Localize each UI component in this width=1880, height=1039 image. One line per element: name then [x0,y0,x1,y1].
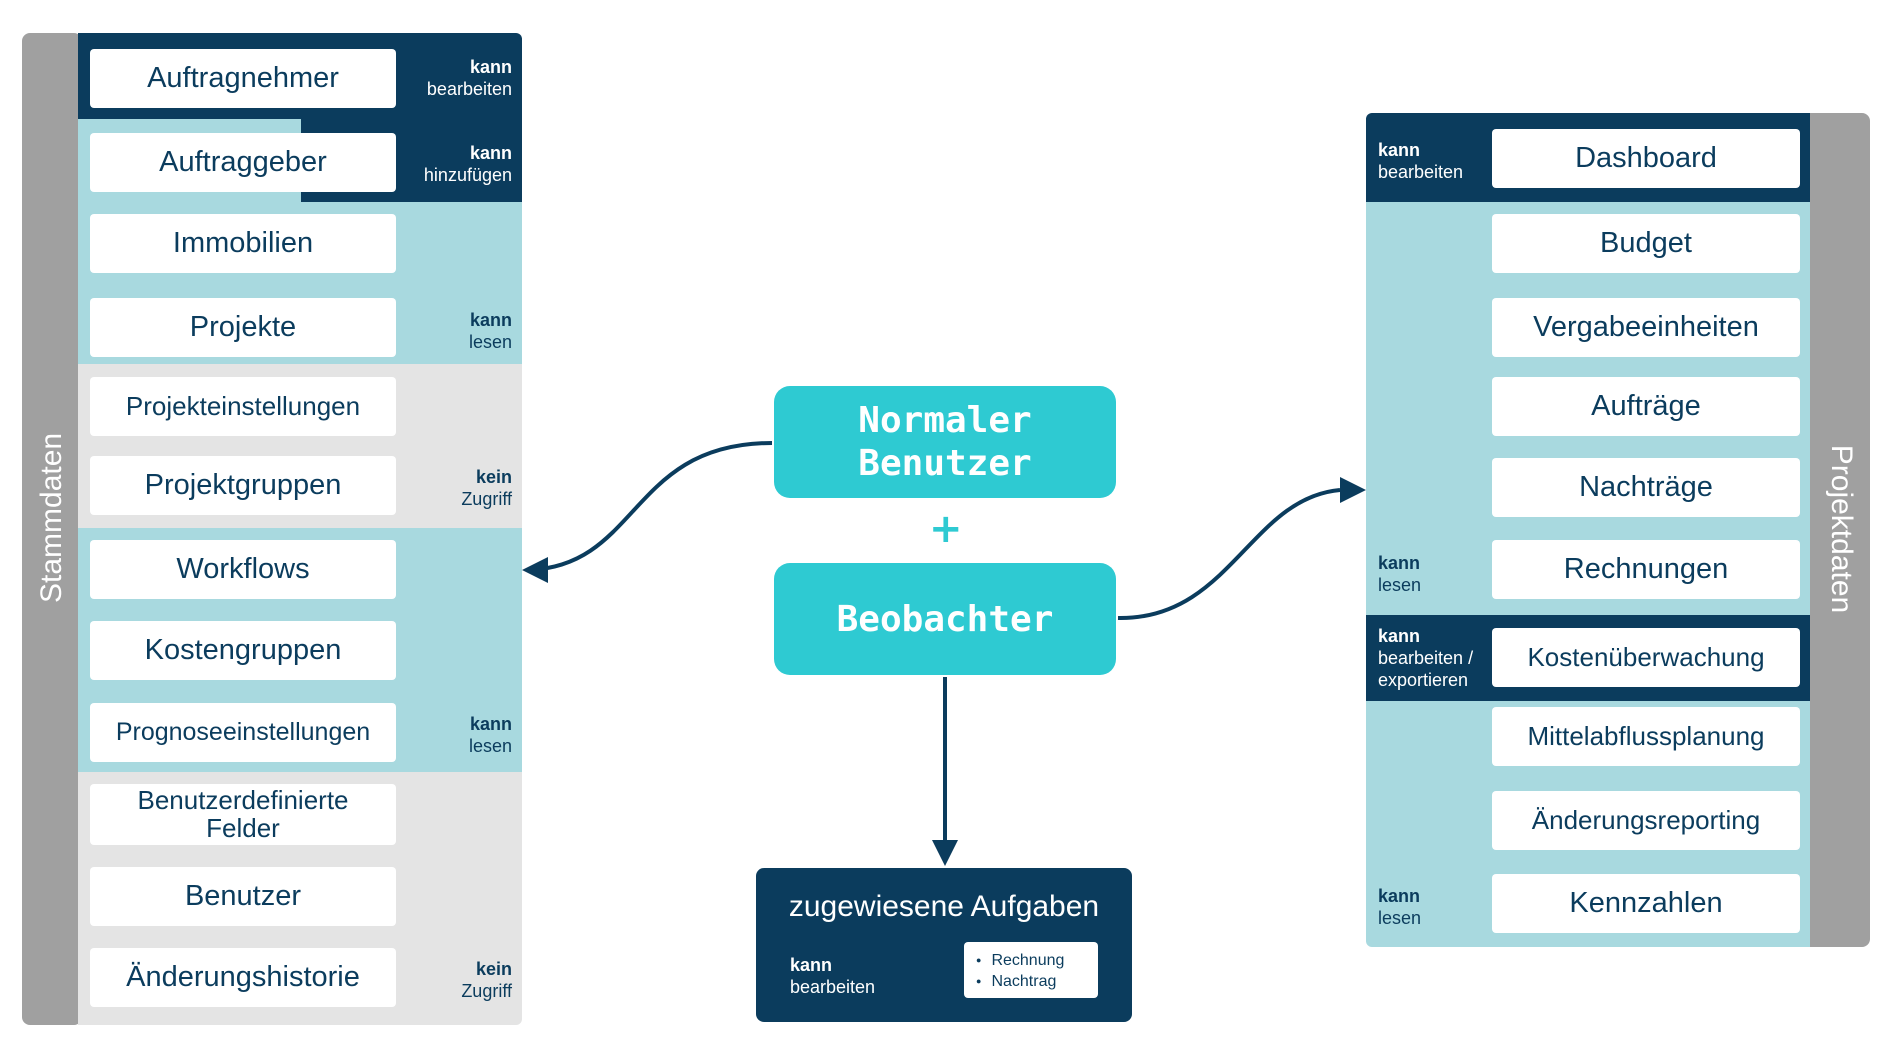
item-kostenueberwachung: Kostenüberwachung [1492,628,1800,687]
tasks-title: zugewiesene Aufgaben [788,890,1100,923]
item-aenderungshistorie: Änderungshistorie [90,948,396,1007]
item-benutzerdefinierte-felder: Benutzerdefinierte Felder [90,784,396,845]
item-aenderungsreporting: Änderungsreporting [1492,791,1800,850]
item-auftraege: Aufträge [1492,377,1800,436]
item-auftraggeber: Auftraggeber [90,133,396,192]
task-item: Rechnung [976,950,1098,971]
plus-sign: + [929,506,963,552]
role-normaler-benutzer: Normaler Benutzer [774,386,1116,498]
projektdaten-sidebar [1800,113,1870,947]
arrow-to-stammdaten [529,441,773,572]
arrowhead-right [1340,477,1366,503]
item-workflows: Workflows [90,540,396,599]
arrowhead-left [522,557,548,583]
item-mittelabflussplanung: Mittelabflussplanung [1492,707,1800,766]
item-kennzahlen: Kennzahlen [1492,874,1800,933]
stammdaten-sidebar [22,33,82,1025]
task-item: Nachtrag [976,971,1098,992]
item-rechnungen: Rechnungen [1492,540,1800,599]
item-kostengruppen: Kostengruppen [90,621,396,680]
tasks-list: Rechnung Nachtrag [964,942,1098,998]
item-projektgruppen: Projektgruppen [90,456,396,515]
role-beobachter: Beobachter [774,563,1116,675]
item-projekteinstellungen: Projekteinstellungen [90,377,396,436]
item-prognoseeinstellungen: Prognoseeinstellungen [90,703,396,762]
item-dashboard: Dashboard [1492,129,1800,188]
item-vergabeeinheiten: Vergabeeinheiten [1492,298,1800,357]
item-nachtraege: Nachträge [1492,458,1800,517]
item-immobilien: Immobilien [90,214,396,273]
item-auftragnehmer: Auftragnehmer [90,49,396,108]
item-projekte: Projekte [90,298,396,357]
item-benutzer: Benutzer [90,867,396,926]
arrowhead-down [932,840,958,866]
arrow-to-projektdaten [1117,488,1341,621]
item-budget: Budget [1492,214,1800,273]
